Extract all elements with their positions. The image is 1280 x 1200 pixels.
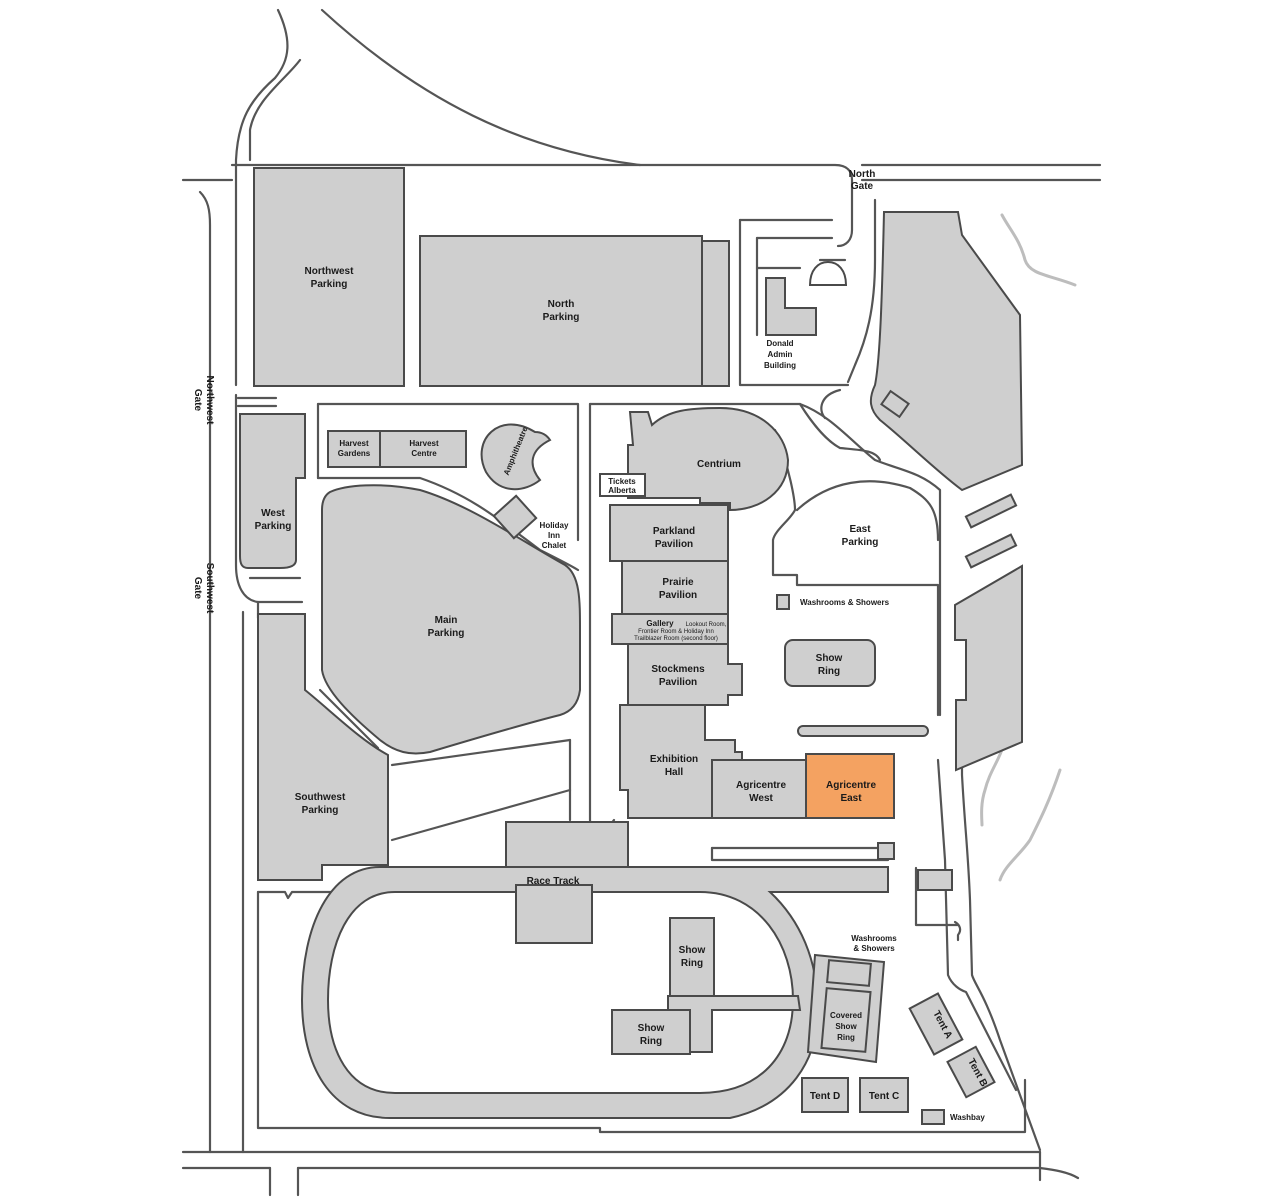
main-parking-lot bbox=[321, 484, 581, 755]
tent-c-label: Tent C bbox=[869, 1091, 899, 1102]
north-parking-lot bbox=[419, 235, 703, 387]
show-ring-south-building bbox=[611, 1009, 691, 1055]
race-track bbox=[300, 866, 889, 1119]
west-parking-lot bbox=[239, 413, 306, 569]
gallery-label: Gallery bbox=[646, 619, 674, 628]
washrooms-east-label: Washrooms & Showers bbox=[800, 598, 890, 607]
gallery-note-label: Lookout Room,Frontier Room & Holiday Inn… bbox=[634, 622, 727, 642]
tent-d-label: Tent D bbox=[810, 1091, 840, 1102]
harvest-gardens-building bbox=[327, 430, 381, 468]
buildings bbox=[327, 260, 1018, 891]
northwest-gate-label: NorthwestGate bbox=[192, 376, 215, 426]
southeast-lot bbox=[954, 564, 1023, 772]
show-ring-east-building bbox=[784, 639, 876, 687]
race-track-label: Race Track bbox=[527, 876, 580, 887]
centrium-building bbox=[627, 406, 790, 512]
harvest-centre-building bbox=[379, 430, 467, 468]
southwest-parking-lot bbox=[257, 613, 389, 881]
prairie-pavilion-building bbox=[621, 560, 729, 615]
show-ring-north-building bbox=[669, 917, 715, 997]
creek-lines bbox=[980, 213, 1077, 882]
washbay-building bbox=[921, 1109, 945, 1125]
gallery-building bbox=[611, 613, 729, 645]
tent-a-building bbox=[908, 992, 964, 1056]
washrooms-south-label: Washrooms& Showers bbox=[851, 934, 897, 953]
holiday-inn-chalet-building bbox=[492, 494, 538, 540]
washrooms-east-building bbox=[776, 594, 790, 610]
tent-d-building bbox=[801, 1077, 849, 1113]
washbay-label: Washbay bbox=[950, 1113, 985, 1122]
northwest-parking-lot bbox=[253, 167, 405, 387]
parkland-pavilion-building bbox=[609, 504, 729, 562]
parking-lots bbox=[239, 167, 1024, 881]
amphitheatre-building bbox=[480, 423, 552, 491]
donald-admin-building bbox=[765, 277, 817, 336]
tickets-alberta-building bbox=[599, 473, 646, 497]
centrium-label: Centrium bbox=[697, 459, 741, 470]
southwest-gate-label: SouthwestGate bbox=[192, 563, 215, 614]
agricentre-east-building bbox=[805, 753, 895, 819]
tent-b-building bbox=[946, 1045, 996, 1099]
agricentre-west-building bbox=[711, 759, 807, 819]
tent-c-building bbox=[859, 1077, 909, 1113]
tents bbox=[801, 992, 996, 1125]
northeast-lot bbox=[869, 211, 1024, 492]
